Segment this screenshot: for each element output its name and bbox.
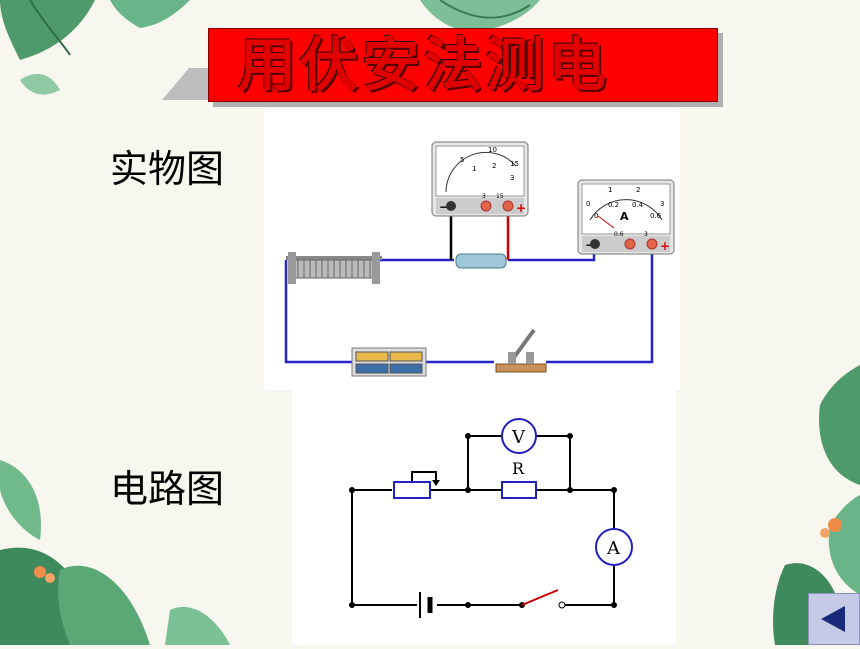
title-line-1: 用伏安法测电 — [238, 31, 611, 99]
ammeter-scale-0-6: 0.6 — [650, 212, 662, 220]
ammeter-unit: A — [620, 210, 629, 223]
schematic-voltmeter: V — [501, 418, 537, 454]
voltmeter-minus: − — [439, 200, 449, 214]
photo-label: 实物图 — [110, 147, 225, 191]
circuit-photo-drawing: 5 10 15 1 2 3 − 3 15 + 0 1 2 3 0 0.2 0. — [284, 141, 675, 377]
circuit-photo: 5 10 15 1 2 3 − 3 15 + 0 1 2 3 0 0.2 0. — [264, 108, 680, 390]
schematic-rheostat — [393, 481, 431, 499]
title-banner — [208, 28, 718, 102]
leaf-decoration-bottom-left — [0, 460, 230, 645]
voltmeter-scale-10: 10 — [488, 146, 497, 154]
leaf-decoration-top-right — [420, 0, 540, 32]
knife-switch — [495, 328, 547, 373]
battery-pack — [351, 347, 427, 377]
circuit-diagram: R V A — [292, 390, 676, 645]
ammeter-scale-2: 2 — [636, 186, 640, 194]
ammeter-scale-0-bottom: 0 — [594, 212, 598, 220]
schematic-battery — [419, 592, 433, 618]
voltmeter-terminal-3: 3 — [482, 193, 486, 200]
ammeter-scale-0-2: 0.2 — [608, 201, 619, 209]
ammeter-terminal-0-6: 0.6 — [614, 231, 624, 238]
schematic-ammeter-symbol: A — [606, 538, 621, 559]
schematic-resistor: R — [501, 459, 537, 499]
voltmeter-device: 5 10 15 1 2 3 − 3 15 + — [431, 141, 529, 217]
diagram-label: 电路图 — [110, 467, 225, 511]
schematic-ammeter: A — [595, 528, 633, 566]
schematic-resistor-label: R — [512, 459, 525, 478]
leaf-decoration-top-left — [0, 0, 190, 95]
voltmeter-scale-15: 15 — [510, 160, 519, 168]
voltmeter-scale-1: 1 — [472, 165, 476, 173]
ammeter-scale-1: 1 — [608, 186, 612, 194]
schematic-voltmeter-symbol: V — [511, 427, 526, 448]
triangle-left-icon — [821, 606, 845, 632]
voltmeter-scale-3: 3 — [510, 174, 514, 182]
ammeter-terminal-3: 3 — [644, 231, 648, 238]
voltmeter-scale-5: 5 — [460, 156, 464, 164]
nav-back-button[interactable] — [808, 593, 860, 645]
ammeter-scale-0-top: 0 — [586, 200, 590, 208]
ammeter-scale-0-4: 0.4 — [632, 201, 644, 209]
ammeter-device: 0 1 2 3 0 0.2 0.4 0.6 A − 0.6 3 + — [577, 179, 675, 255]
ammeter-plus: + — [660, 239, 670, 253]
rheostat-device — [286, 252, 382, 284]
voltmeter-plus: + — [516, 201, 526, 215]
schematic-switch — [521, 589, 566, 609]
voltmeter-terminal-15: 15 — [496, 193, 504, 200]
ammeter-scale-3: 3 — [660, 200, 664, 208]
resistor-device — [455, 253, 507, 269]
ammeter-minus: − — [585, 238, 595, 252]
voltmeter-scale-2: 2 — [492, 162, 496, 170]
circuit-diagram-drawing: R V A — [349, 418, 633, 618]
page-title: 用伏安法测电 阻 — [238, 28, 708, 197]
